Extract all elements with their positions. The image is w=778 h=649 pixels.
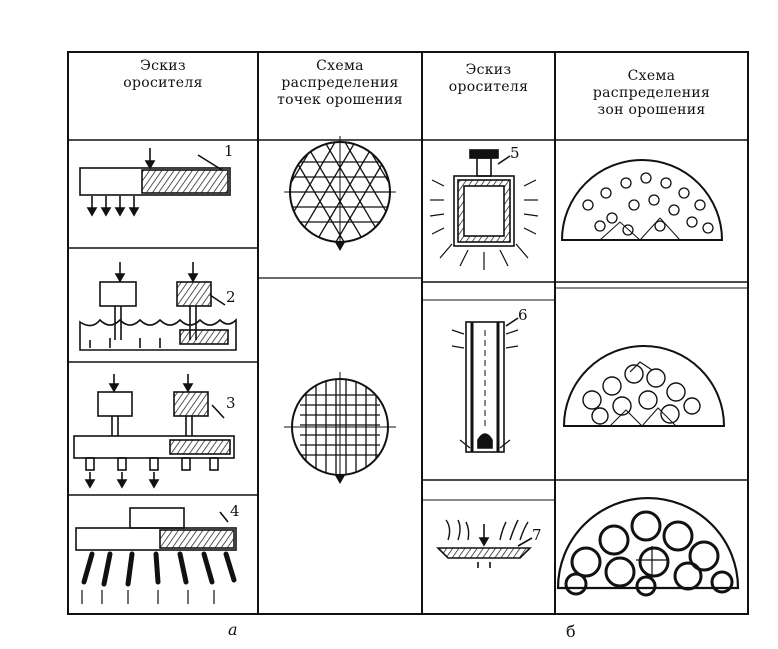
item-number-6: 6: [518, 306, 528, 324]
sprinkler-5-sketch: [429, 149, 539, 270]
item-number-2: 2: [226, 288, 236, 306]
zone-distribution-scheme-3: [556, 496, 740, 597]
header-a-sketch-line-2: оросителя: [123, 75, 203, 91]
header-b-scheme: Схема распределения зон орошения: [555, 68, 748, 119]
header-a-scheme-line-1: Схема: [316, 58, 364, 74]
caption-left: а: [228, 620, 238, 639]
header-b-sketch-line-1: Эскиз: [465, 62, 512, 78]
item-number-1: 1: [224, 142, 234, 160]
sprinkler-7-sketch: [436, 519, 533, 568]
header-b-scheme-line-2: распределения: [592, 85, 711, 101]
caption-right: б: [566, 622, 576, 641]
zone-distribution-scheme-1: [560, 159, 724, 241]
header-b-scheme-line-3: зон орошения: [597, 102, 706, 118]
sprinkler-2-sketch: [79, 262, 237, 351]
sprinkler-1-sketch: [79, 148, 231, 217]
sprinkler-3-sketch: [73, 374, 235, 489]
point-distribution-scheme-1: [284, 136, 396, 252]
item-number-3: 3: [226, 394, 236, 412]
table-grid: [67, 51, 749, 615]
zone-distribution-scheme-2: [562, 345, 726, 427]
sprinkler-4-sketch: [75, 507, 237, 604]
header-a-sketch: Эскиз оросителя: [68, 58, 258, 92]
item-number-5: 5: [510, 144, 520, 162]
header-a-scheme-line-3: точек орошения: [277, 92, 403, 108]
header-a-scheme-line-2: распределения: [281, 75, 399, 91]
item-number-4: 4: [230, 502, 240, 520]
header-b-sketch-line-2: оросителя: [448, 79, 529, 95]
header-b-sketch: Эскиз оросителя: [422, 62, 555, 96]
item-number-7: 7: [532, 526, 542, 544]
header-b-scheme-line-1: Схема: [627, 68, 676, 84]
header-a-scheme: Схема распределения точек орошения: [258, 58, 422, 109]
sprinkler-6-sketch: [451, 317, 519, 453]
header-a-sketch-line-1: Эскиз: [140, 58, 186, 74]
point-distribution-scheme-2: [284, 372, 396, 485]
